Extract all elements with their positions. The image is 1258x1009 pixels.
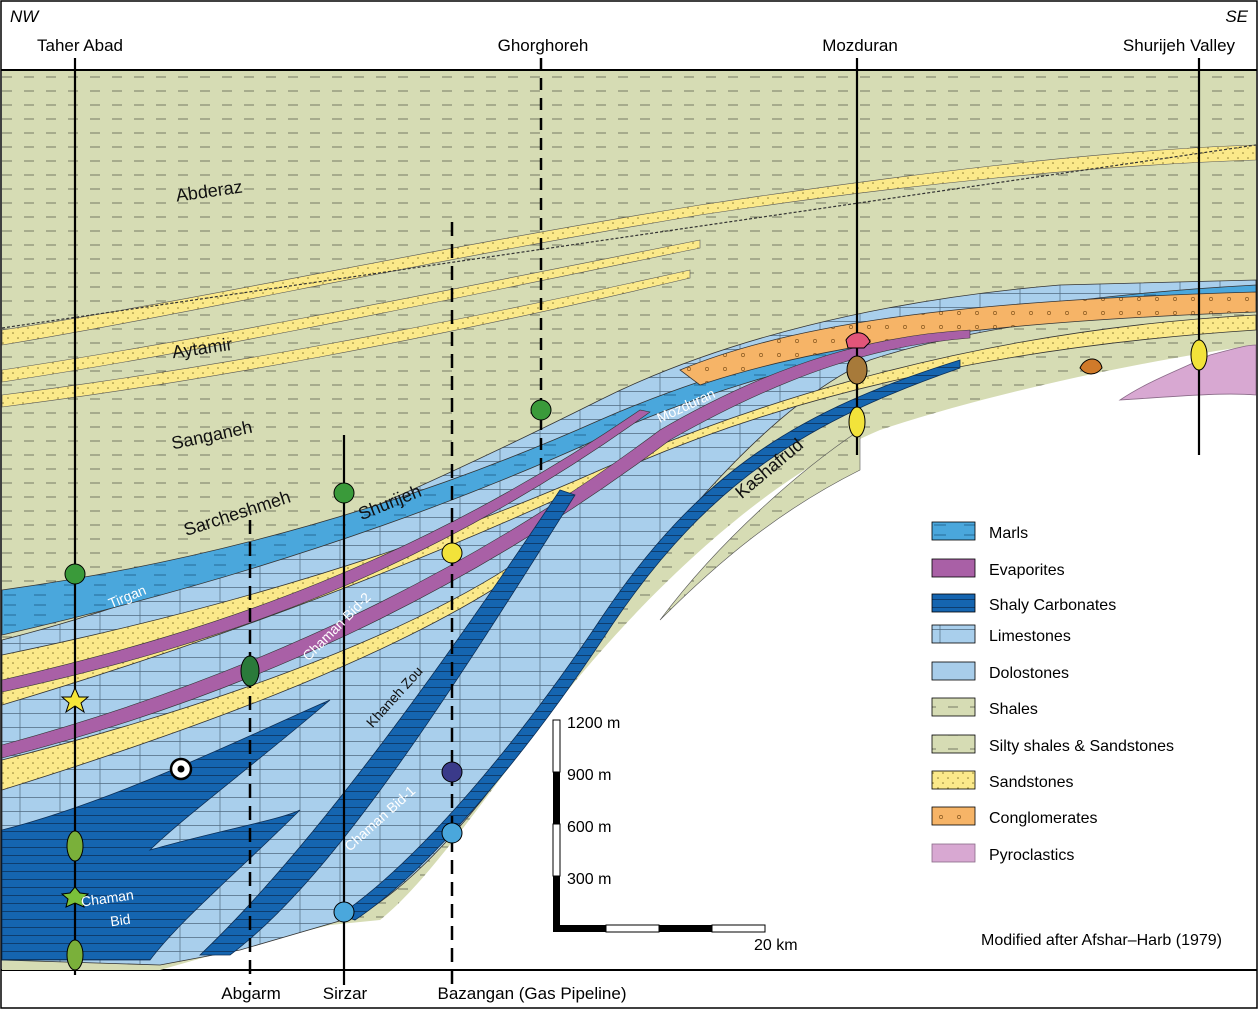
legend-label-sandstones: Sandstones bbox=[989, 774, 1074, 791]
fossil-orange-kashafrud bbox=[1079, 358, 1103, 375]
well-label-sirzar: Sirzar bbox=[323, 984, 368, 1003]
fossil-bivalve-taher-2 bbox=[66, 939, 84, 971]
legend-swatch-conglomerates bbox=[931, 806, 976, 826]
legend-label-limestones: Limestones bbox=[989, 628, 1071, 645]
evaporite-stringer-1 bbox=[1, 409, 651, 693]
hscale-seg-1 bbox=[553, 925, 606, 932]
fossil-brachiopod-mozduran bbox=[846, 355, 868, 385]
well-label-taher-abad: Taher Abad bbox=[37, 36, 123, 55]
fossil-ammonite-sirzar bbox=[333, 482, 355, 504]
sandstone-lens-mid bbox=[1, 239, 701, 383]
legend-label-silty-shales: Silty shales & Sandstones bbox=[989, 738, 1174, 755]
vscale-label-600: 600 m bbox=[567, 819, 611, 836]
fossil-gastropod-bazangan-2 bbox=[441, 761, 463, 783]
well-label-shurijeh-valley: Shurijeh Valley bbox=[1123, 36, 1236, 55]
corner-se: SE bbox=[1225, 7, 1248, 26]
legend-swatch-limestones bbox=[931, 624, 976, 644]
vertical-scale-bar: 1200 m 900 m 600 m 300 m bbox=[552, 715, 620, 928]
fossil-ammonite-ghorghoreh bbox=[530, 399, 552, 421]
vscale-seg-4 bbox=[553, 876, 560, 928]
legend-label-evaporites: Evaporites bbox=[989, 562, 1065, 579]
well-label-bazangan: Bazangan (Gas Pipeline) bbox=[437, 984, 626, 1003]
chaman-bid-2-wedge bbox=[198, 489, 576, 956]
legend-label-shaly-carbonates: Shaly Carbonates bbox=[989, 597, 1116, 614]
vscale-label-300: 300 m bbox=[567, 871, 611, 888]
fossil-coral-taher bbox=[60, 886, 90, 908]
legend-label-shales: Shales bbox=[989, 701, 1038, 718]
horizontal-scale-bar: 20 km bbox=[553, 924, 798, 954]
well-label-mozduran: Mozduran bbox=[822, 36, 898, 55]
legend-swatch-sandstones bbox=[931, 770, 976, 790]
well-label-abgarm: Abgarm bbox=[221, 984, 281, 1003]
fossil-gastropod-bazangan-1 bbox=[441, 542, 463, 564]
fossil-bivalve-taher-1 bbox=[66, 830, 84, 862]
legend: Marls Evaporites Shaly Carbonates Limest… bbox=[931, 521, 1174, 864]
evaporite-stringer-2 bbox=[1, 329, 971, 759]
formation-chaman: Chaman bbox=[80, 886, 135, 909]
legend-swatch-silty-shales bbox=[931, 734, 976, 754]
well-label-ghorghoreh: Ghorghoreh bbox=[498, 36, 589, 55]
legend-swatch-shaly-carbonates bbox=[931, 593, 976, 613]
sandstone-lens-lower bbox=[1, 269, 691, 408]
legend-swatch-marls bbox=[931, 521, 976, 541]
fossil-bivalve-shurijeh bbox=[1190, 339, 1208, 371]
legend-label-marls: Marls bbox=[989, 525, 1028, 542]
legend-label-conglomerates: Conglomerates bbox=[989, 810, 1098, 827]
hscale-seg-4 bbox=[711, 924, 766, 933]
legend-swatch-dolostones bbox=[931, 661, 976, 681]
kashafrud-shale bbox=[659, 429, 861, 621]
vscale-seg-3 bbox=[552, 823, 561, 877]
legend-label-dolostones: Dolostones bbox=[989, 665, 1069, 682]
chaman-bid-1-sliver bbox=[339, 359, 961, 921]
legend-swatch-evaporites bbox=[931, 558, 976, 578]
vscale-label-1200: 1200 m bbox=[567, 715, 620, 732]
fossil-target-dot bbox=[177, 765, 185, 773]
fossil-red-mozduran bbox=[845, 332, 871, 349]
legend-label-pyroclastics: Pyroclastics bbox=[989, 847, 1074, 864]
legend-swatch-shales bbox=[931, 697, 976, 717]
legend-swatch-pyroclastics bbox=[931, 843, 976, 863]
vscale-label-900: 900 m bbox=[567, 767, 611, 784]
hscale-seg-2 bbox=[605, 924, 660, 933]
fossil-bivalve-mozduran bbox=[848, 406, 866, 438]
fossil-ammonite-taher-1 bbox=[64, 563, 86, 585]
hscale-label: 20 km bbox=[754, 937, 798, 954]
hscale-seg-3 bbox=[659, 925, 712, 932]
fossil-star-taher bbox=[60, 686, 90, 714]
fossil-gastropod-bazangan-3 bbox=[441, 822, 463, 844]
corner-nw: NW bbox=[10, 7, 40, 26]
pyroclastics-body bbox=[1118, 344, 1257, 401]
conglomerate-band bbox=[679, 291, 1257, 386]
fossil-gastropod-sirzar bbox=[333, 901, 355, 923]
vscale-seg-1 bbox=[552, 719, 561, 773]
vscale-seg-2 bbox=[553, 772, 560, 824]
formation-bid: Bid bbox=[109, 911, 131, 930]
fossil-leaf-abgarm bbox=[240, 655, 260, 687]
credit-text: Modified after Afshar–Harb (1979) bbox=[981, 932, 1222, 949]
unconformity-line bbox=[1, 144, 1257, 329]
